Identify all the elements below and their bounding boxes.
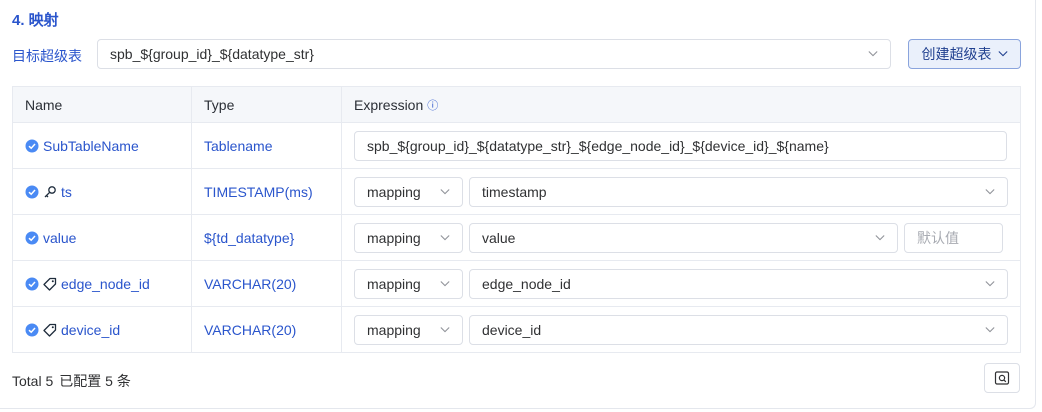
field-type: VARCHAR(20) xyxy=(204,275,297,292)
chevron-down-icon xyxy=(875,233,885,243)
configured-count: 已配置 5 条 xyxy=(59,373,131,389)
chevron-down-icon xyxy=(868,49,878,59)
create-supertable-label: 创建超级表 xyxy=(921,46,992,62)
mapping-table: Name Type Expression ⓘ SubTableName Tabl… xyxy=(12,86,1021,353)
target-supertable-label: 目标超级表 xyxy=(12,48,82,64)
field-type: Tablename xyxy=(204,137,273,154)
zoom-search-icon xyxy=(994,370,1010,386)
info-icon[interactable]: ⓘ xyxy=(427,99,439,112)
source-field-value: edge_node_id xyxy=(482,275,571,292)
table-header: Name Type Expression ⓘ xyxy=(13,87,1020,122)
source-field-value: value xyxy=(482,229,516,246)
chevron-down-icon xyxy=(440,325,450,335)
source-field-select[interactable]: device_id xyxy=(469,314,1008,345)
tag-icon xyxy=(43,323,57,337)
header-type: Type xyxy=(204,96,235,113)
target-supertable-select[interactable]: spb_${group_id}_${datatype_str} xyxy=(97,39,891,69)
field-type: ${td_datatype} xyxy=(204,229,295,246)
source-field-select[interactable]: timestamp xyxy=(469,176,1008,207)
table-row: value ${td_datatype} mapping value 默认值 xyxy=(13,214,1020,260)
mapping-mode-value: mapping xyxy=(367,183,421,200)
chevron-down-icon xyxy=(985,325,995,335)
mapping-mode-select[interactable]: mapping xyxy=(354,268,463,299)
field-name: value xyxy=(43,229,77,246)
chevron-down-icon xyxy=(440,233,450,243)
check-circle-icon xyxy=(25,139,39,153)
mapping-mode-select[interactable]: mapping xyxy=(354,222,463,253)
section-title: 4. 映射 xyxy=(12,12,59,29)
chevron-down-icon xyxy=(440,187,450,197)
mapping-mode-value: mapping xyxy=(367,275,421,292)
mapping-mode-value: mapping xyxy=(367,229,421,246)
expression-input[interactable]: spb_${group_id}_${datatype_str}_${edge_n… xyxy=(354,130,1007,161)
tag-icon xyxy=(43,277,57,291)
mapping-mode-select[interactable]: mapping xyxy=(354,176,463,207)
source-field-value: timestamp xyxy=(482,183,547,200)
create-supertable-button[interactable]: 创建超级表 xyxy=(908,39,1021,69)
chevron-down-icon xyxy=(440,279,450,289)
check-circle-icon xyxy=(25,185,39,199)
table-row: ts TIMESTAMP(ms) mapping timestamp xyxy=(13,168,1020,214)
chevron-down-icon xyxy=(985,187,995,197)
check-circle-icon xyxy=(25,277,39,291)
field-name: ts xyxy=(61,183,72,200)
mapping-mode-select[interactable]: mapping xyxy=(354,314,463,345)
field-type: VARCHAR(20) xyxy=(204,321,297,338)
source-field-value: device_id xyxy=(482,321,542,338)
total-count: Total 5 xyxy=(12,373,54,389)
header-name: Name xyxy=(25,96,63,113)
source-field-select[interactable]: value xyxy=(469,222,898,253)
table-row: edge_node_id VARCHAR(20) mapping edge_no… xyxy=(13,260,1020,306)
field-type: TIMESTAMP(ms) xyxy=(204,183,313,200)
default-value-input[interactable]: 默认值 xyxy=(904,222,1003,253)
table-row: SubTableName Tablename spb_${group_id}_$… xyxy=(13,122,1020,168)
preview-button[interactable] xyxy=(984,363,1020,393)
expression-value: spb_${group_id}_${datatype_str}_${edge_n… xyxy=(367,137,829,154)
chevron-down-icon xyxy=(997,49,1008,59)
chevron-down-icon xyxy=(985,279,995,289)
target-supertable-value: spb_${group_id}_${datatype_str} xyxy=(110,46,314,62)
check-circle-icon xyxy=(25,323,39,337)
field-name: device_id xyxy=(61,321,121,338)
table-row: device_id VARCHAR(20) mapping device_id xyxy=(13,306,1020,352)
default-value-placeholder: 默认值 xyxy=(917,229,959,246)
field-name: SubTableName xyxy=(43,137,139,154)
key-icon xyxy=(43,185,57,199)
header-expression: Expression xyxy=(354,96,424,113)
mapping-mode-value: mapping xyxy=(367,321,421,338)
check-circle-icon xyxy=(25,231,39,245)
table-summary: Total 5 已配置 5 条 xyxy=(12,371,131,391)
field-name: edge_node_id xyxy=(61,275,150,292)
source-field-select[interactable]: edge_node_id xyxy=(469,268,1008,299)
